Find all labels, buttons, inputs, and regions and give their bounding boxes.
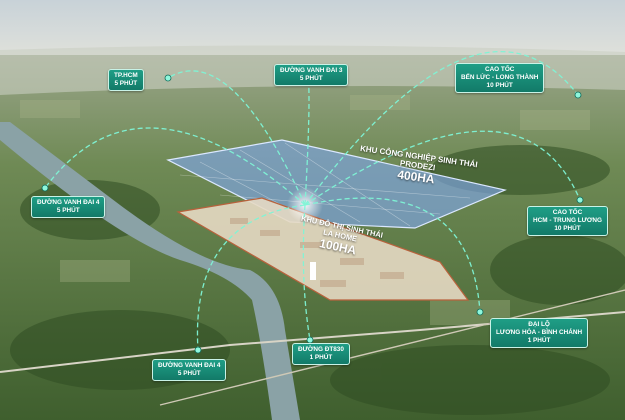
arc-tphcm (167, 70, 306, 206)
tag-vanh-dai-3-time: 5 PHÚT (299, 75, 323, 82)
tag-ben-luc-name: BẾN LỨC - LONG THÀNH (461, 74, 539, 81)
tower (310, 262, 316, 280)
tag-cao-toc-ben-luc: CAO TỐC BẾN LỨC - LONG THÀNH 10 PHÚT (455, 63, 545, 93)
tag-ben-luc-title: CAO TỐC (484, 66, 515, 73)
tag-tphcm-name: TP.HCM (114, 72, 138, 79)
connection-arcs (44, 50, 581, 351)
arc-vanh-dai-4-bottom (196, 204, 306, 351)
arc-dai-lo (304, 197, 481, 313)
tag-vanh-dai-4-left-time: 5 PHÚT (56, 207, 80, 214)
tag-vanh-dai-3: ĐƯỜNG VANH ĐAI 3 5 PHÚT (274, 64, 349, 86)
arc-vanh-dai-4-left (44, 127, 306, 206)
tag-vanh-dai-4-left-name: ĐƯỜNG VANH ĐAI 4 (37, 199, 100, 206)
urban-blocks (230, 218, 404, 287)
tag-dt830-name: ĐƯỜNG ĐT830 (298, 346, 344, 353)
tag-ben-luc-time: 10 PHÚT (486, 82, 513, 89)
arc-dt830 (302, 204, 311, 341)
tag-trung-luong-name: HCM - TRUNG LƯƠNG (533, 217, 602, 224)
tag-dai-lo-title: ĐẠI LỘ (528, 321, 550, 328)
tag-vanh-dai-3-name: ĐƯỜNG VANH ĐAI 3 (280, 67, 343, 74)
tag-cao-toc-trung-luong: CAO TỐC HCM - TRUNG LƯƠNG 10 PHÚT (527, 206, 608, 236)
industrial-grid (179, 142, 471, 227)
tag-tphcm: TP.HCM 5 PHÚT (108, 69, 144, 91)
arc-trung-luong (304, 130, 581, 206)
tag-dt830-time: 1 PHÚT (309, 354, 333, 361)
tag-vanh-dai-4-bottom: ĐƯỜNG VANH ĐAI 4 5 PHÚT (152, 359, 227, 381)
tag-tphcm-time: 5 PHÚT (114, 80, 138, 87)
tag-vanh-dai-4-bottom-name: ĐƯỜNG VANH ĐAI 4 (158, 362, 221, 369)
tag-dai-lo: ĐẠI LỘ LƯƠNG HÒA - BÌNH CHÁNH 1 PHÚT (490, 318, 589, 348)
tag-dt830: ĐƯỜNG ĐT830 1 PHÚT (292, 343, 350, 365)
tag-dai-lo-name: LƯƠNG HÒA - BÌNH CHÁNH (496, 329, 583, 336)
road-dt830 (159, 289, 625, 406)
tag-vanh-dai-4-bottom-time: 5 PHÚT (177, 370, 201, 377)
tag-dai-lo-time: 1 PHÚT (527, 337, 551, 344)
tag-trung-luong-time: 10 PHÚT (554, 225, 581, 232)
tag-vanh-dai-4-left: ĐƯỜNG VANH ĐAI 4 5 PHÚT (31, 196, 106, 218)
tag-trung-luong-title: CAO TỐC (552, 209, 583, 216)
